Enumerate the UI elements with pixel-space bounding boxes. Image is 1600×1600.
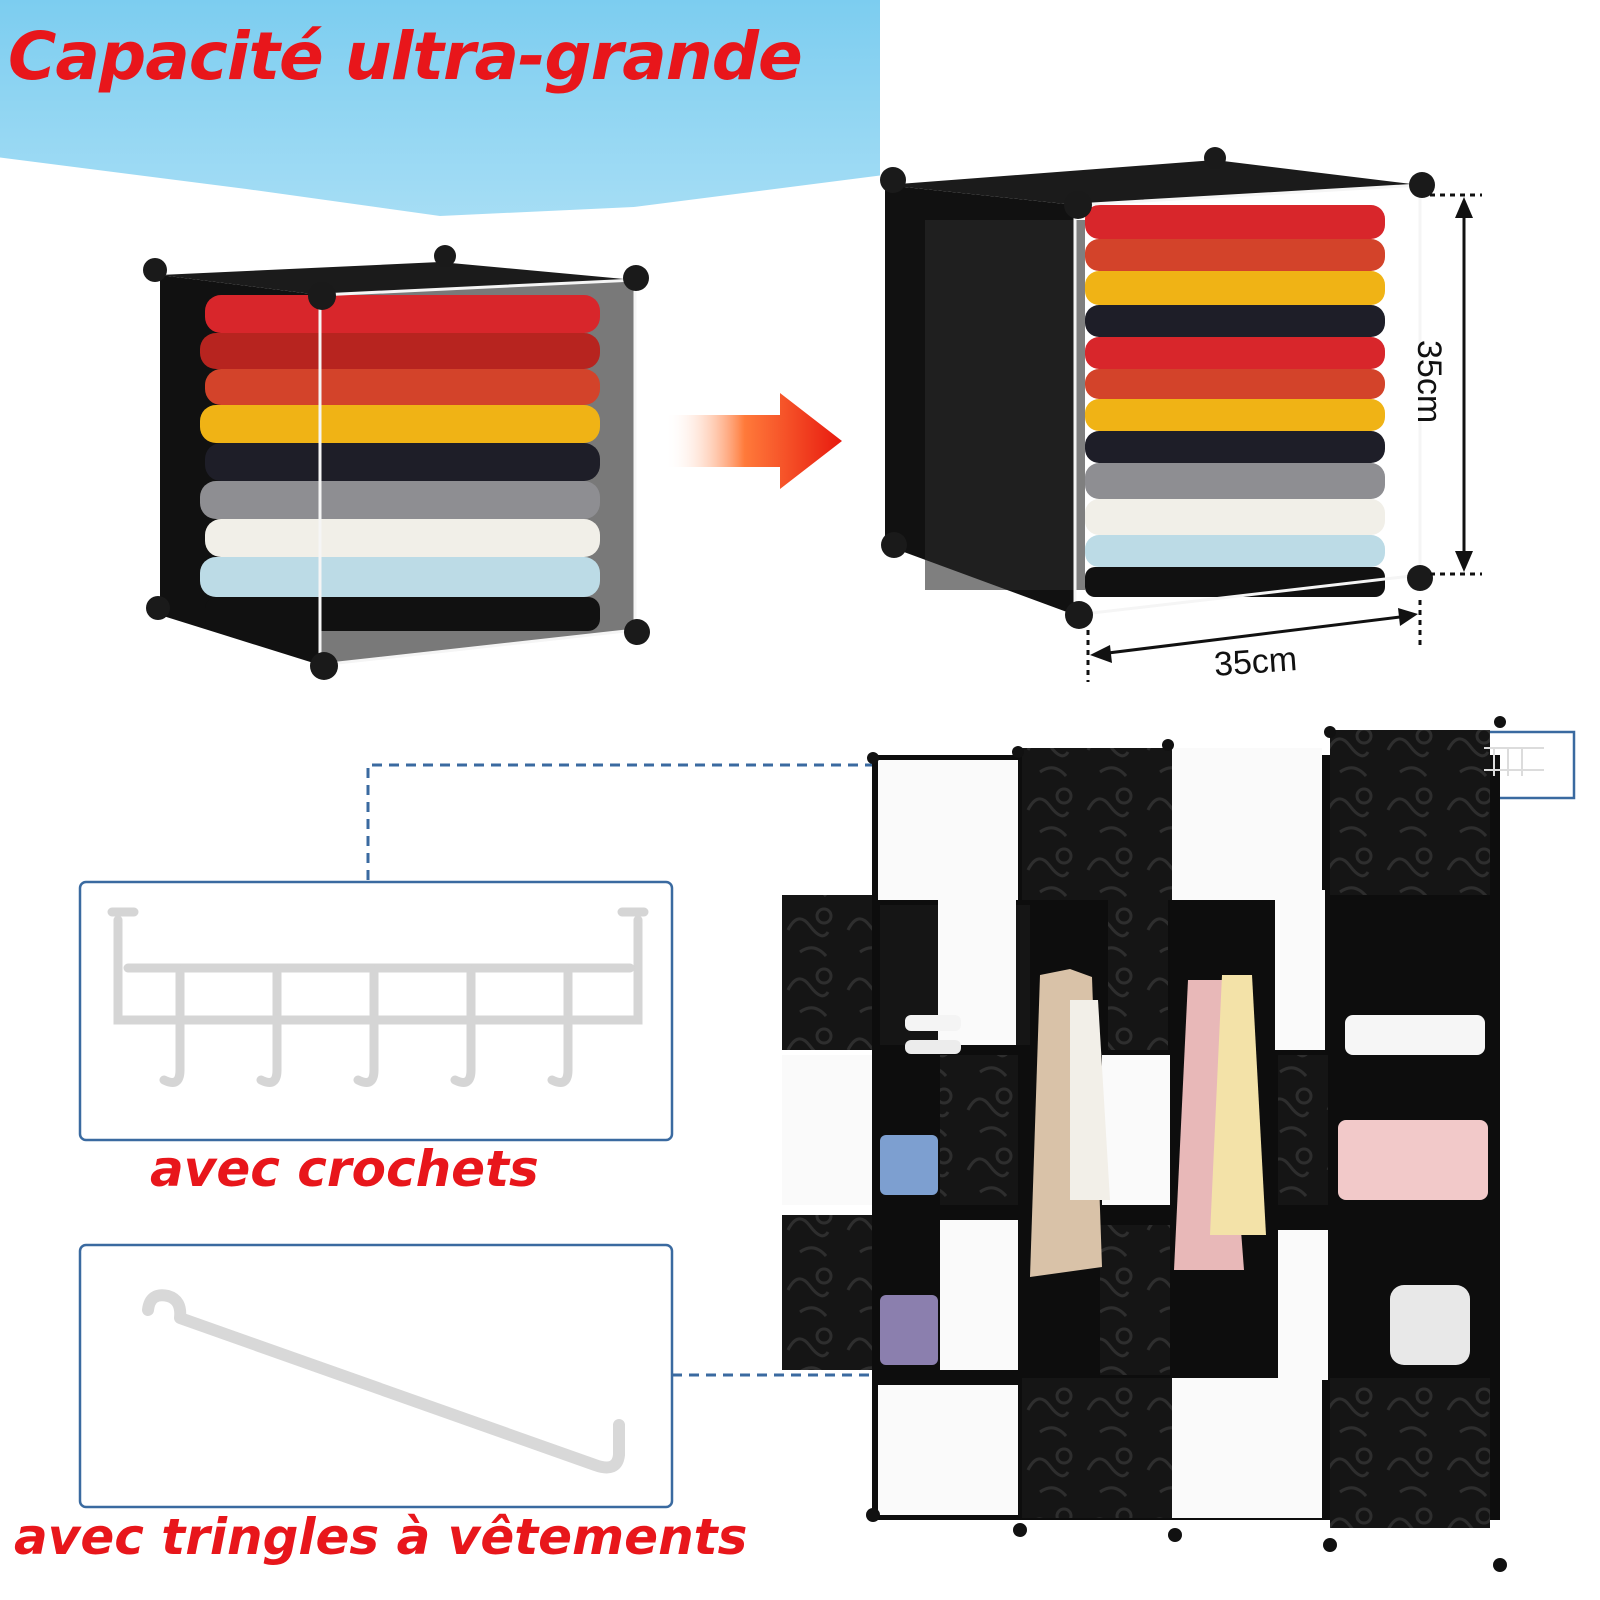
width-dimension-label: 35cm	[1212, 640, 1299, 684]
cube-wardrobe	[782, 716, 1544, 1572]
small-cube-with-clothes	[143, 245, 650, 680]
hook-rack-frame	[78, 880, 674, 1142]
dimension-lines	[1086, 193, 1482, 682]
hanging-rod-frame	[78, 1243, 674, 1509]
clothes-stack-small	[200, 295, 600, 631]
door-hook-rack-icon	[107, 907, 649, 1087]
clothes-stack-large	[925, 205, 1385, 597]
large-cube-with-clothes	[880, 147, 1435, 629]
hooks-caption: avec crochets	[150, 1140, 539, 1198]
height-dimension-label: 35cm	[1410, 340, 1448, 424]
right-arrow-icon	[665, 393, 842, 489]
hanging-rod-caption: avec tringles à vêtements	[14, 1508, 748, 1566]
hanging-rod-icon	[142, 1289, 625, 1474]
headline: Capacité ultra-grande	[8, 18, 803, 95]
